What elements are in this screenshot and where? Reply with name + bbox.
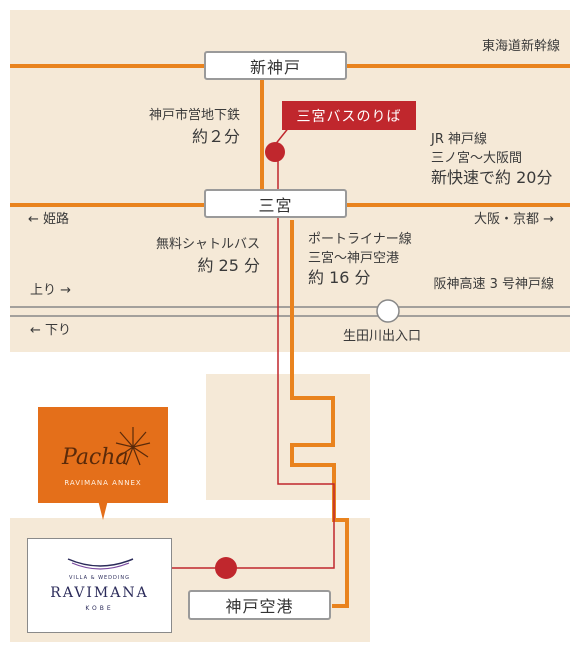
highway-up-label: 上り →: [30, 283, 72, 298]
station-kobe-airport: 神戸空港: [188, 590, 331, 620]
highway-down-label: ← 下り: [30, 323, 72, 338]
jr-line-label: JR 神戸線: [431, 132, 487, 147]
mid-area: [206, 374, 370, 500]
ravimana-name: RAVIMANA: [50, 585, 149, 601]
pacha-venue: Pacha RAVIMANA ANNEX: [38, 407, 168, 503]
pacha-callout: [98, 500, 108, 520]
shuttle-bus-route: [172, 151, 335, 569]
shuttle-bus-label: 無料シャトルバス: [155, 237, 260, 252]
station-sannomiya: 三宮: [204, 189, 347, 218]
station-sannomiya-label: 三宮: [258, 195, 293, 215]
sunburst-icon: [115, 427, 151, 466]
ravimana-tagline: VILLA & WEDDING: [69, 575, 130, 581]
bus-stop-label: 三宮バスのりば: [282, 101, 416, 130]
to-osaka-label: 大阪・京都 →: [473, 212, 554, 227]
shuttle-bus-time: 約 25 分: [197, 256, 260, 275]
tokaido-shinkansen-label: 東海道新幹線: [481, 39, 560, 54]
shuttle-stop-dot: [215, 557, 237, 579]
ravimana-arc-logo: [67, 558, 134, 570]
portliner-label: ポートライナー線: [308, 232, 412, 247]
jr-time: 新快速で約 20分: [431, 168, 553, 187]
pacha-subtitle: RAVIMANA ANNEX: [64, 479, 142, 487]
subway-time: 約２分: [191, 127, 240, 146]
jr-section-label: 三ノ宮〜大阪間: [431, 151, 523, 166]
ikutagawa-interchange: [376, 299, 400, 323]
ravimana-city: KOBE: [85, 605, 114, 612]
portliner-time: 約 16 分: [308, 268, 371, 287]
station-shin-kobe-label: 新神戸: [249, 57, 301, 77]
bus-stop-dot: [265, 142, 285, 162]
to-himeji-label: ← 姫路: [28, 212, 70, 227]
station-shin-kobe: 新神戸: [204, 51, 347, 80]
portliner-route: [290, 220, 349, 608]
pacha-logo: Pacha: [62, 445, 129, 470]
highway-label: 阪神高速 3 号神戸線: [433, 277, 554, 292]
ikutagawa-label: 生田川出入口: [343, 329, 422, 344]
station-kobe-airport-label: 神戸空港: [225, 597, 294, 616]
portliner-section-label: 三宮〜神戸空港: [308, 251, 400, 266]
subway-label: 神戸市営地下鉄: [148, 108, 240, 123]
ravimana-venue: VILLA & WEDDING RAVIMANA KOBE: [27, 538, 172, 633]
